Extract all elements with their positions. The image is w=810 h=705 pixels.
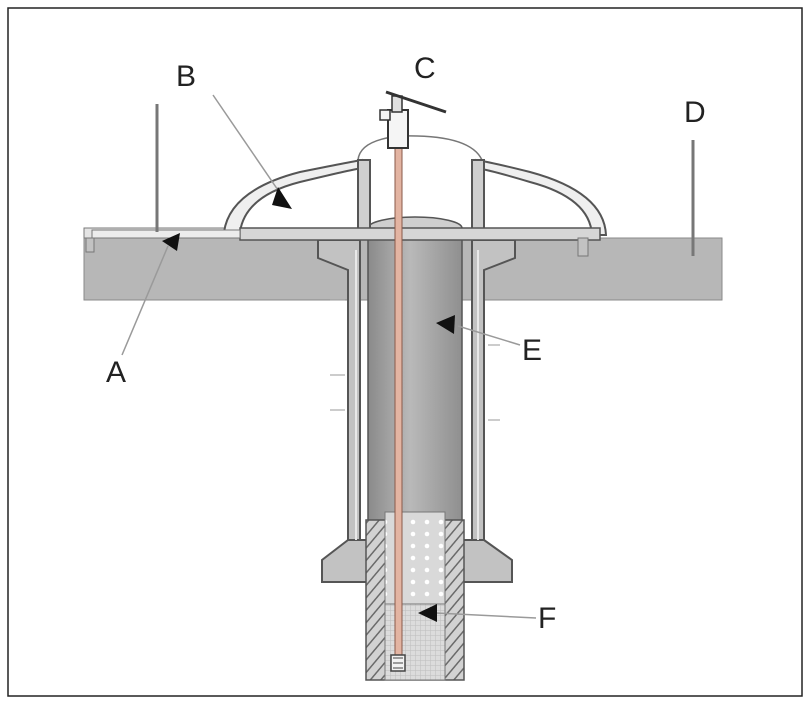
arrow-b xyxy=(272,187,292,209)
inner-pipe xyxy=(367,216,463,529)
label-f: F xyxy=(538,602,556,635)
label-a: A xyxy=(106,356,126,389)
valve-icon xyxy=(379,90,447,149)
arrow-markers xyxy=(162,187,455,622)
filter-section xyxy=(365,511,465,681)
arrow-e xyxy=(436,315,455,334)
label-e: E xyxy=(522,334,542,367)
arrow-f xyxy=(418,604,437,622)
label-d: D xyxy=(684,96,706,129)
arrow-a xyxy=(162,233,180,251)
leader-lines xyxy=(121,94,537,619)
label-b: B xyxy=(176,60,196,93)
label-c: C xyxy=(414,52,436,85)
well-casing xyxy=(317,239,516,583)
border-frame xyxy=(7,7,803,697)
dome-cover xyxy=(85,135,608,257)
